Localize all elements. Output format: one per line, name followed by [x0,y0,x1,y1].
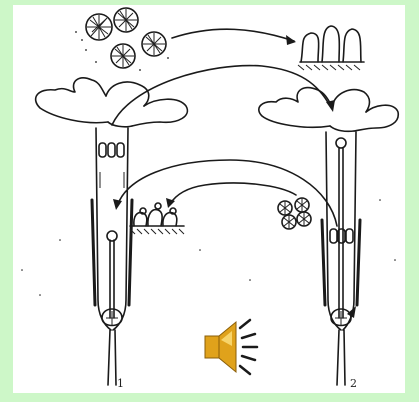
pollen-grains-small [278,198,311,229]
arrow-pollen-to-short-papillae [166,183,296,208]
pollen-grain [142,32,166,56]
pollen-grains-top [75,8,169,71]
pollen-grain [297,212,311,226]
pollen-grain [282,215,296,229]
arrow-pollen-to-papillae [172,29,296,45]
anthers-high [99,143,124,157]
stigma-papillae-short [130,203,184,234]
pollen-grain [295,198,309,212]
flower-1: 1 [36,78,188,390]
anthers-low [330,229,353,243]
pollen-grain [86,14,112,40]
arrow-left-to-right-flower [112,66,335,125]
flower-1-label: 1 [117,377,124,390]
flower-2-label: 2 [350,377,357,390]
stigma-papillae-long [298,26,364,70]
speaker-icon[interactable] [205,320,257,374]
pollen-grain [114,8,138,32]
pollen-grain [111,44,135,68]
pollen-grain [278,201,292,215]
flower-2: 2 [259,88,398,390]
